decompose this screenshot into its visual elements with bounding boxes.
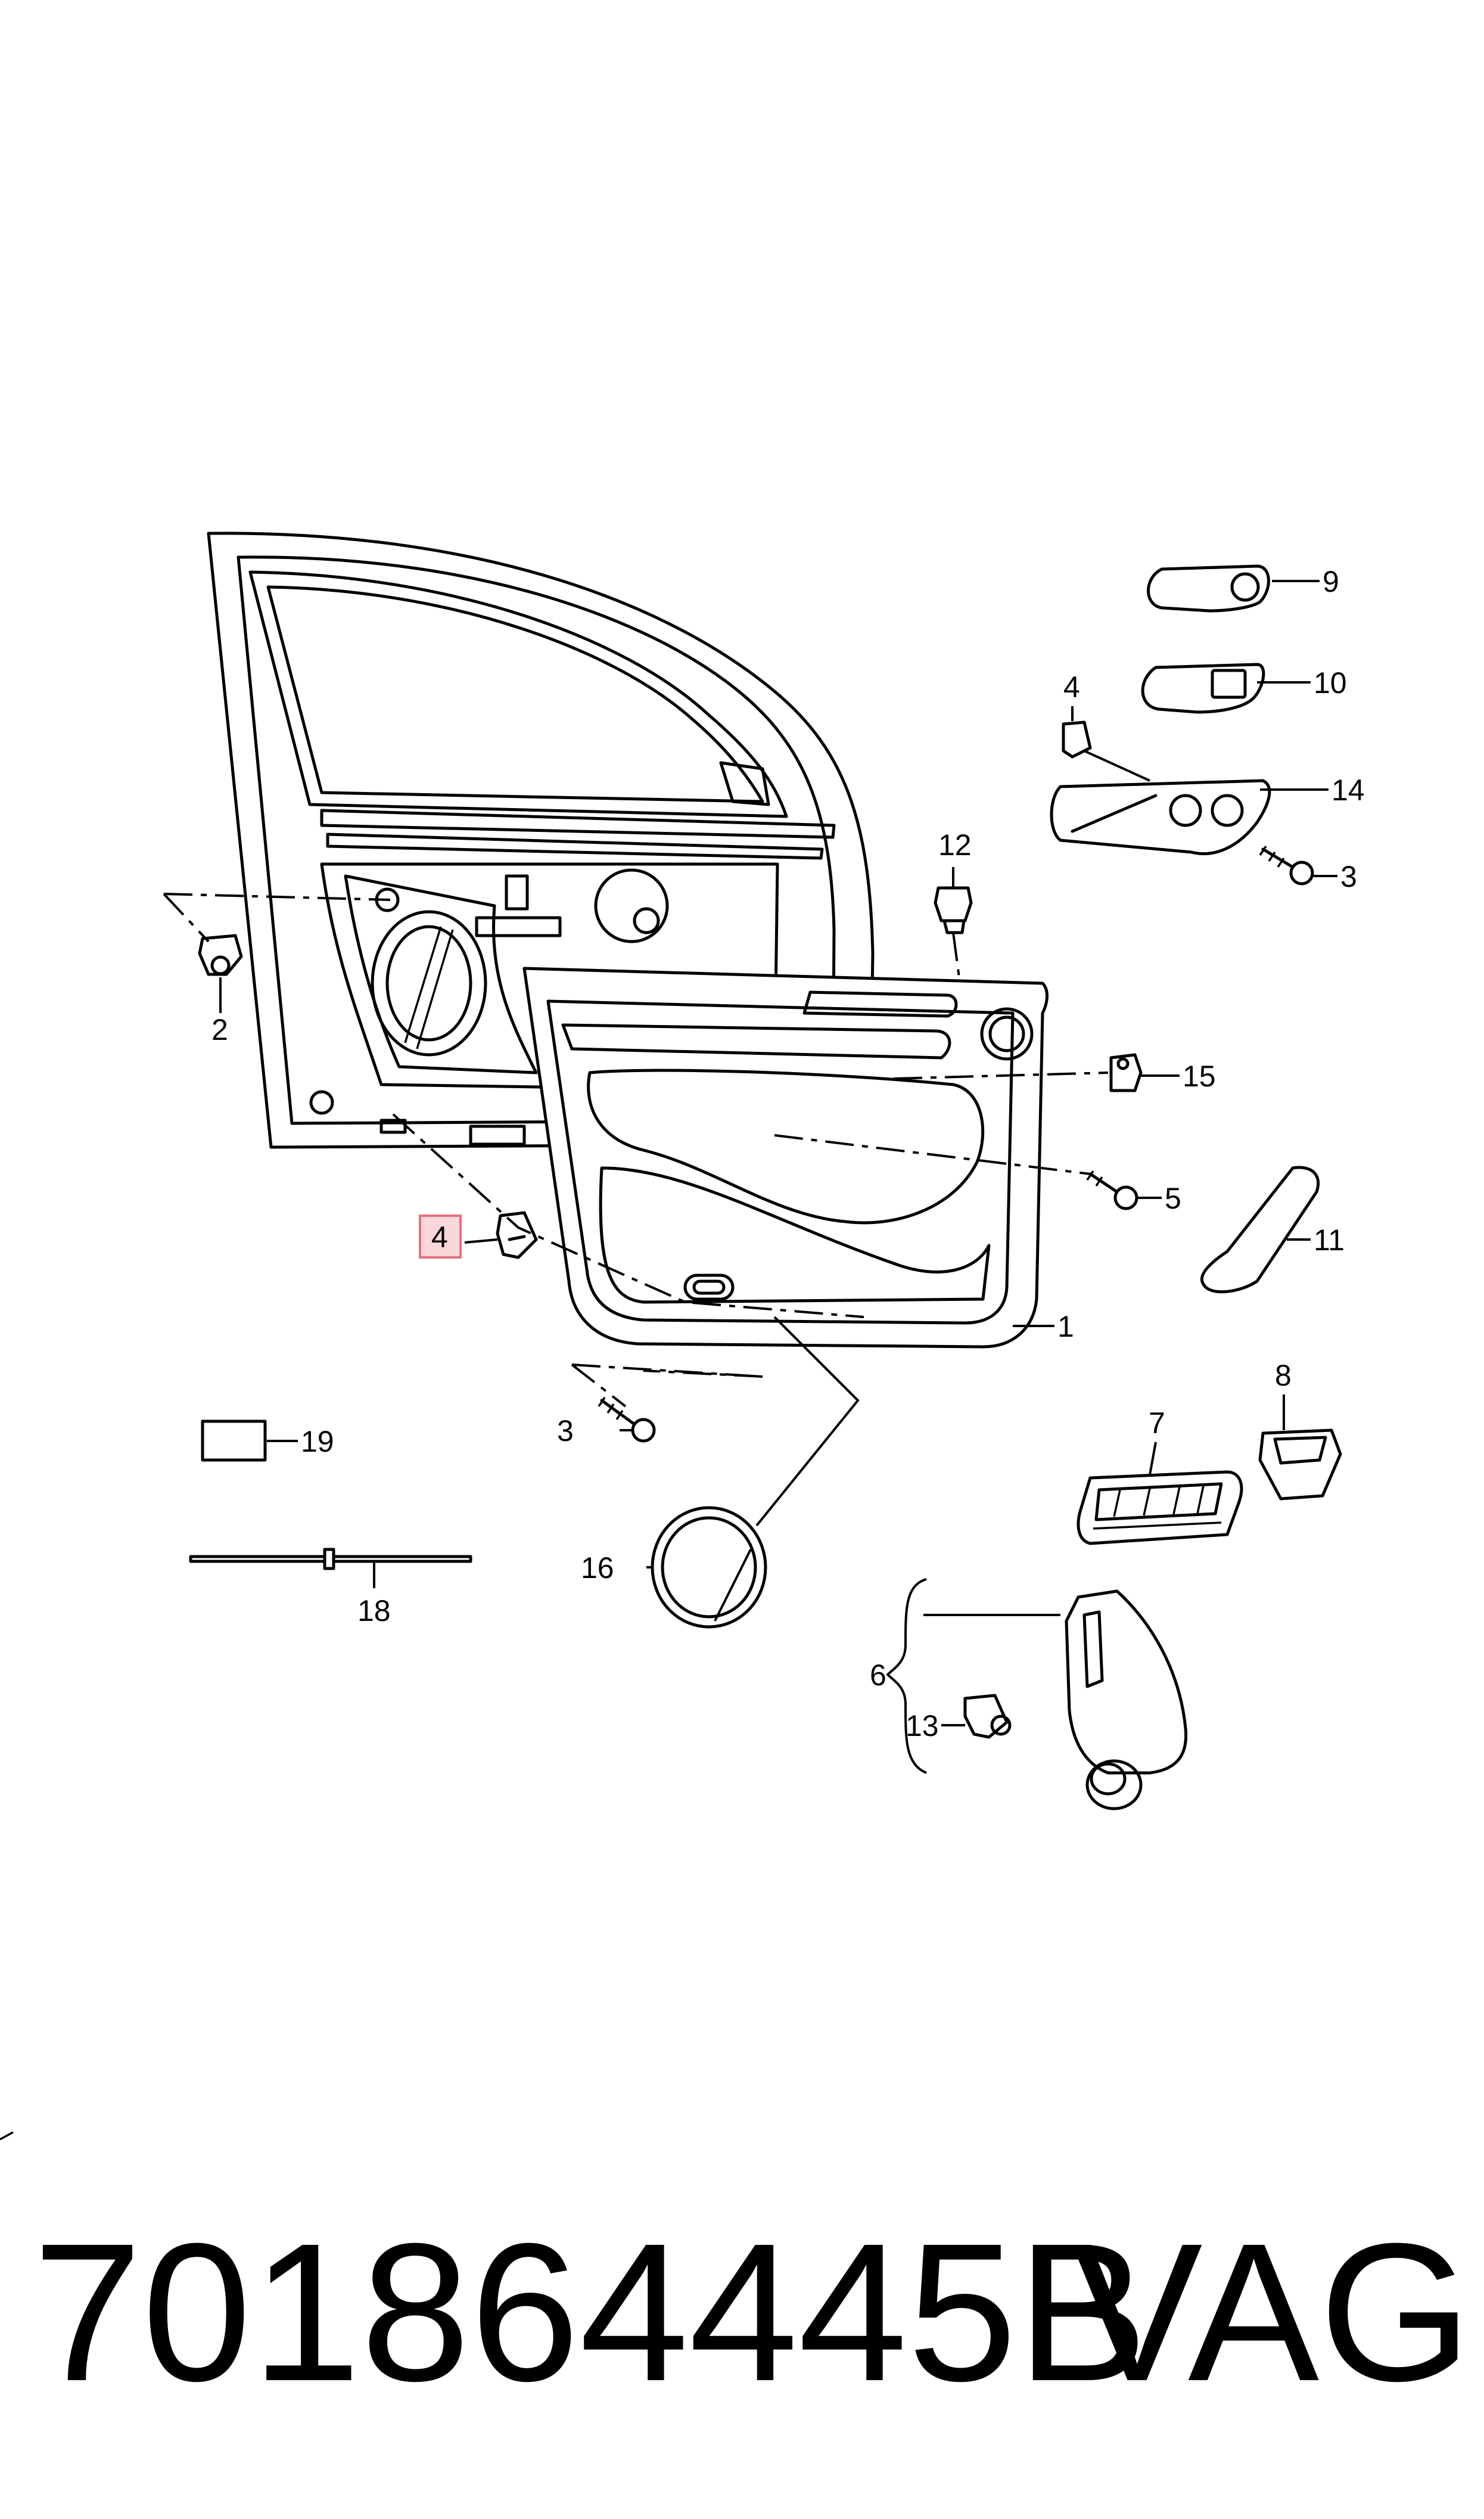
callout-10: 10: [1314, 666, 1347, 700]
callout-7: 7: [1149, 1406, 1165, 1440]
assembly-lines: [163, 893, 1109, 1622]
highlight-box: [419, 1215, 462, 1259]
callout-8: 8: [1275, 1359, 1292, 1392]
callout-13: 13: [906, 1709, 939, 1743]
leader-lines: [219, 580, 1337, 1774]
screw-3-lower: [598, 1397, 656, 1443]
callout-19: 19: [301, 1425, 334, 1458]
clip-2: [198, 934, 243, 976]
switch-cover-8: [1258, 1428, 1342, 1501]
callout-1: 1: [1057, 1310, 1074, 1343]
callout-9: 9: [1323, 565, 1339, 598]
callout-18: 18: [357, 1594, 391, 1627]
screw-3-upper: [1259, 846, 1314, 886]
callout-2: 2: [211, 1013, 228, 1046]
speaker-ring-16: [651, 1506, 767, 1629]
clip-4-upper: [1062, 720, 1092, 759]
stray-mark: [0, 2131, 14, 2141]
trim-strip-11: [1200, 1166, 1320, 1294]
label-block-19: [201, 1420, 267, 1462]
callout-11: 11: [1314, 1223, 1345, 1257]
screw-5: [1086, 1170, 1138, 1210]
door-trim-panel: [522, 967, 1049, 1349]
bezel-10: [1141, 663, 1265, 714]
window-switch-7: [1077, 1470, 1243, 1545]
callout-3-upper: 3: [1340, 860, 1357, 893]
door-shell: [207, 532, 875, 1149]
callout-3-lower: 3: [557, 1414, 574, 1448]
switch-housing-6: [1065, 1589, 1188, 1810]
part-number-text: 701864445B: [33, 2202, 1148, 2422]
inner-handle-14: [1050, 779, 1271, 856]
callout-6: 6: [870, 1658, 886, 1692]
callout-5: 5: [1165, 1182, 1181, 1215]
callout-4-upper: 4: [1063, 670, 1080, 704]
callout-14: 14: [1331, 774, 1365, 807]
cable-tie-18: [189, 1548, 472, 1570]
callout-15: 15: [1183, 1060, 1216, 1093]
callouts: 9 10 4 14 3 12 15 5 11 1 2 4 3 8 7 19 18…: [211, 565, 1365, 1743]
callout-16: 16: [581, 1551, 614, 1585]
clip-15: [1109, 1053, 1143, 1092]
callout-12: 12: [938, 828, 972, 862]
clip-4-lower: [496, 1211, 538, 1259]
bezel-9: [1147, 564, 1270, 613]
brand-text: VAG: [1071, 2202, 1472, 2422]
clip-12: [934, 886, 973, 934]
clip-13: [963, 1694, 1012, 1739]
callout-4-lower: 4: [431, 1220, 448, 1254]
